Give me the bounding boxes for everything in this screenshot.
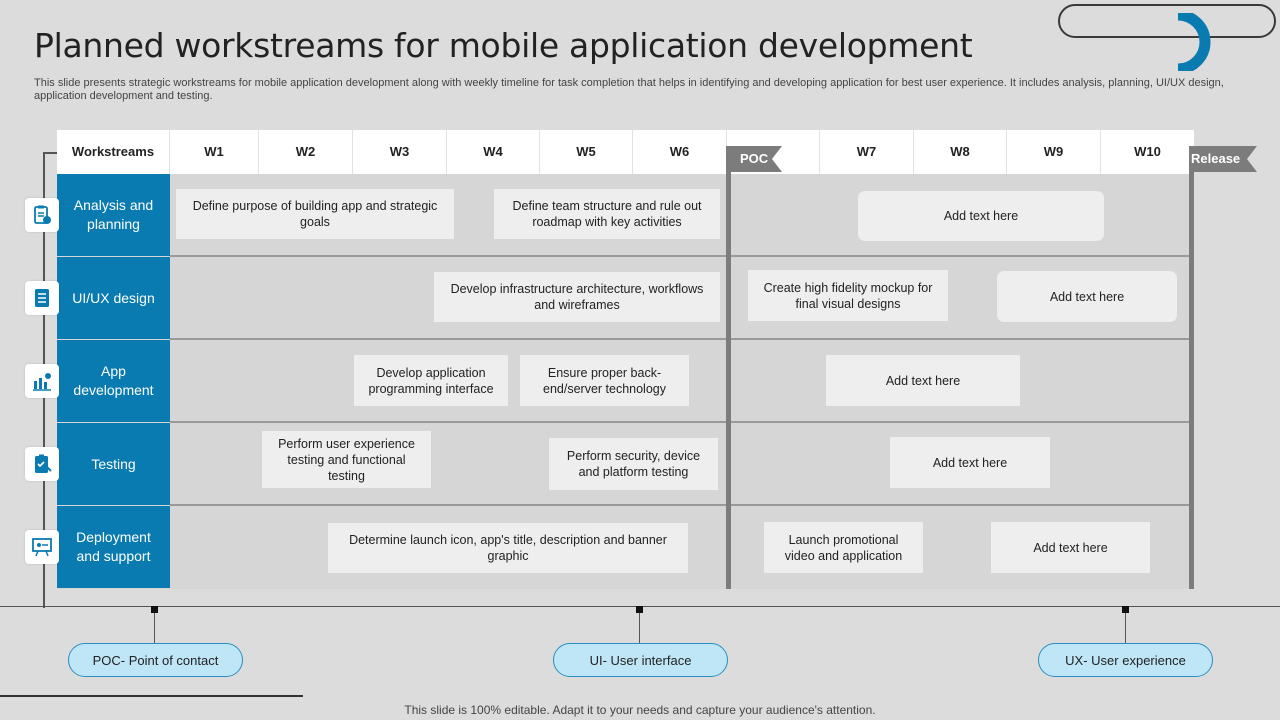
release-flag: Release	[1191, 151, 1241, 166]
task-card: Create high fidelity mockup for final vi…	[748, 270, 948, 321]
task-card: Define purpose of building app and strat…	[176, 189, 454, 239]
header-poc-gap	[727, 130, 820, 174]
poc-milestone-line	[726, 146, 731, 589]
task-card: Determine launch icon, app's title, desc…	[328, 523, 688, 573]
row-divider	[170, 504, 1194, 506]
header-w4: W4	[447, 130, 540, 174]
legend-poc: POC- Point of contact	[68, 643, 243, 677]
timeline-dot	[151, 606, 158, 613]
slide-subtitle: This slide presents strategic workstream…	[34, 77, 1224, 102]
document-list-icon	[25, 281, 59, 315]
release-milestone-line	[1189, 146, 1194, 589]
header-w8: W8	[914, 130, 1007, 174]
header-w1: W1	[170, 130, 259, 174]
decorative-underline	[0, 695, 303, 697]
timeline-stem	[639, 613, 640, 643]
workstream-app: App development	[57, 340, 170, 422]
header-workstreams: Workstreams	[57, 130, 170, 174]
workstream-deploy: Deployment and support	[57, 506, 170, 588]
task-card: Add text here	[826, 355, 1020, 406]
task-card: Add text here	[997, 271, 1177, 322]
release-flag-shape	[1189, 146, 1257, 172]
checklist-icon	[25, 447, 59, 481]
header-w5: W5	[540, 130, 633, 174]
task-card: Add text here	[890, 437, 1050, 488]
header-w9: W9	[1007, 130, 1101, 174]
workstream-testing: Testing	[57, 423, 170, 505]
task-card: Develop application programming interfac…	[354, 355, 508, 406]
header-w7: W7	[820, 130, 914, 174]
clipboard-chart-icon	[25, 198, 59, 232]
header-w3: W3	[353, 130, 447, 174]
decorative-arc-icon	[1177, 13, 1211, 71]
header-w6: W6	[633, 130, 727, 174]
poc-flag: POC	[740, 151, 769, 166]
slide-title: Planned workstreams for mobile applicati…	[34, 26, 973, 65]
task-card: Add text here	[858, 191, 1104, 241]
legend-ui: UI- User interface	[553, 643, 728, 677]
task-card: Perform security, device and platform te…	[549, 438, 718, 490]
workstream-analysis: Analysis and planning	[57, 174, 170, 256]
presentation-board-icon	[25, 530, 59, 564]
footer-note: This slide is 100% editable. Adapt it to…	[404, 703, 876, 717]
row-divider	[170, 421, 1194, 423]
task-card: Develop infrastructure architecture, wor…	[434, 272, 720, 322]
task-card: Perform user experience testing and func…	[262, 431, 431, 488]
header-w2: W2	[259, 130, 353, 174]
timeline-connector-top	[43, 152, 57, 154]
poc-flag-shape	[726, 146, 782, 172]
header-w10: W10	[1134, 144, 1161, 159]
decorative-pill	[1058, 4, 1276, 38]
timeline-dot	[636, 606, 643, 613]
header-row: Workstreams W1 W2 W3 W4 W5 W6 W7 W8 W9 W…	[57, 130, 1194, 174]
task-card: Define team structure and rule out roadm…	[494, 189, 720, 239]
row-divider	[170, 255, 1194, 257]
bar-chart-icon	[25, 364, 59, 398]
task-card: Ensure proper back-end/server technology	[520, 355, 689, 406]
legend-ux: UX- User experience	[1038, 643, 1213, 677]
workstream-uiux: UI/UX design	[57, 257, 170, 339]
timeline-stem	[1125, 613, 1126, 643]
timeline-stem	[154, 613, 155, 643]
task-card: Launch promotional video and application	[764, 522, 923, 573]
row-divider	[170, 338, 1194, 340]
timeline-dot	[1122, 606, 1129, 613]
task-card: Add text here	[991, 522, 1150, 573]
